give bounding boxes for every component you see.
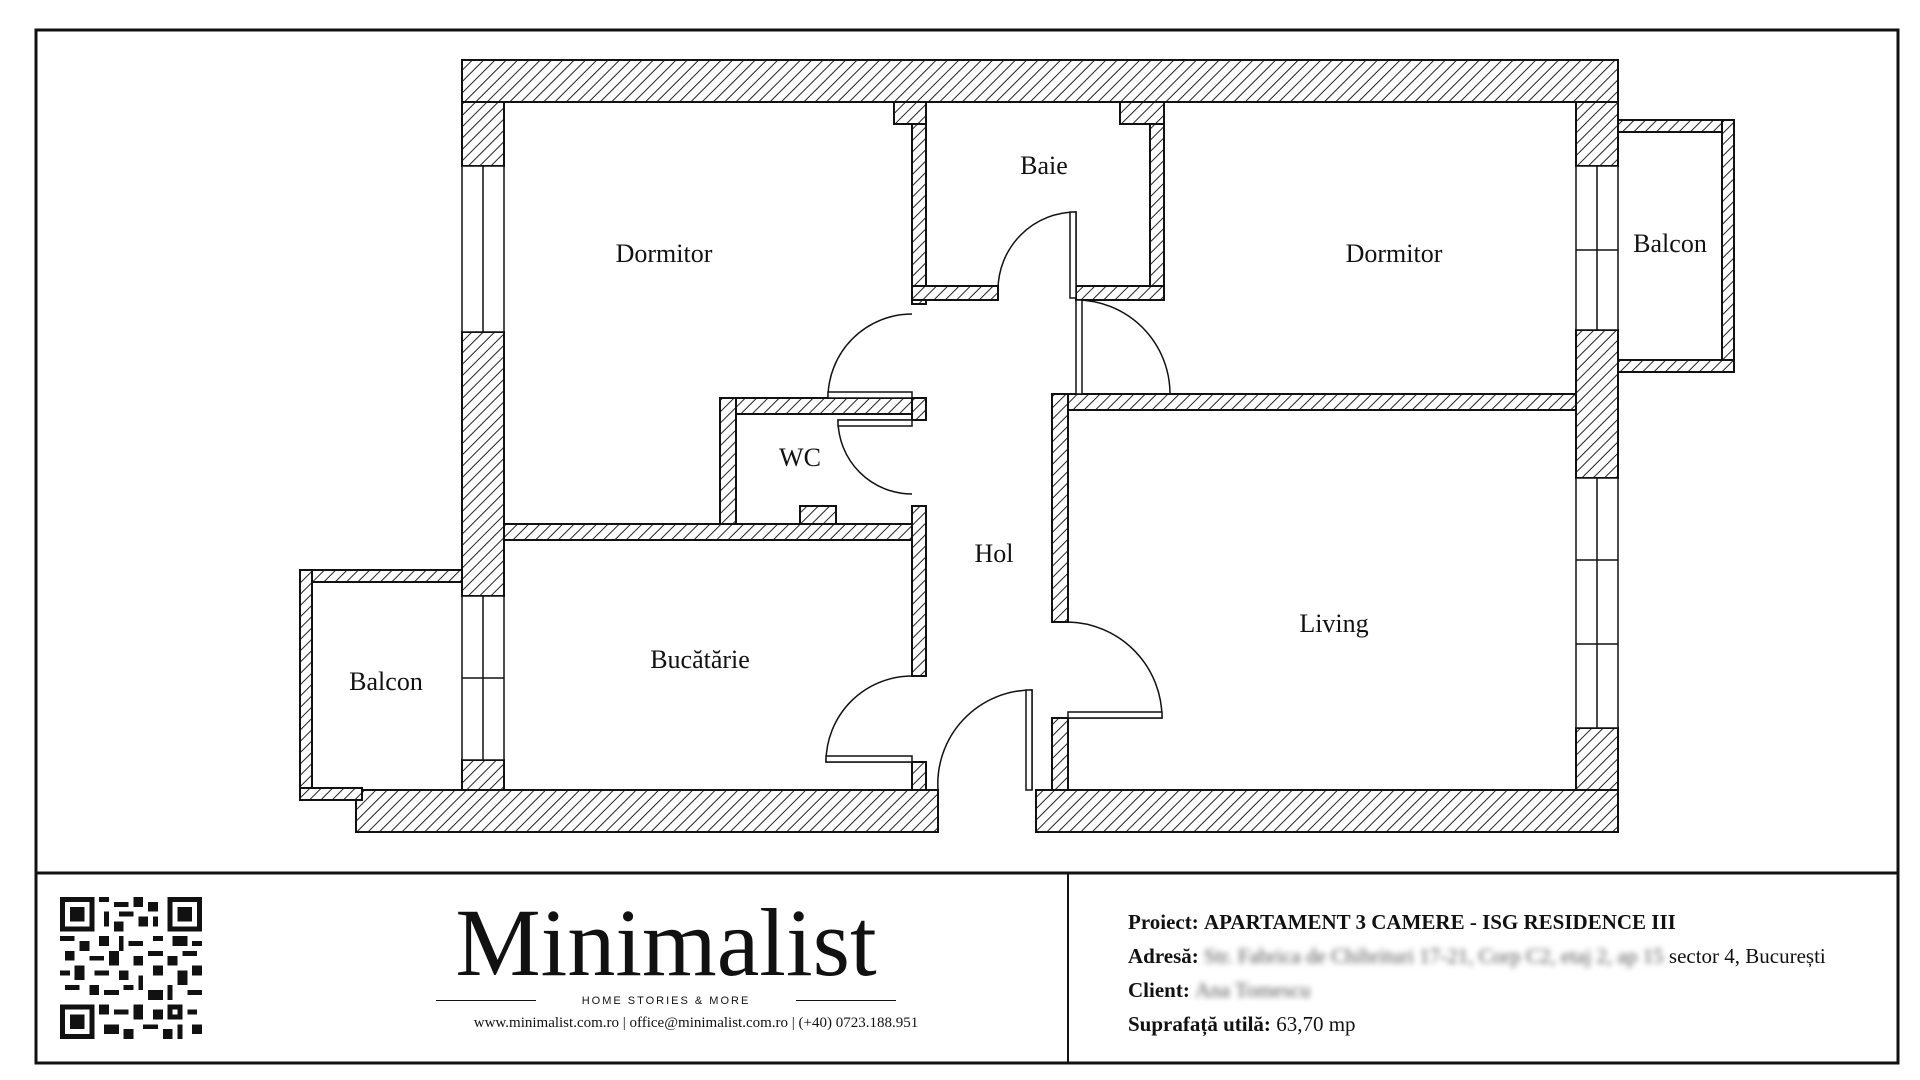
wall-right-upper xyxy=(1575,101,1619,167)
wall-baie-bottom-r xyxy=(1075,285,1165,301)
project-info: Proiect: APARTAMENT 3 CAMERE - ISG RESID… xyxy=(1068,873,1898,1063)
room-label-baie: Baie xyxy=(1020,151,1068,180)
brand-rule: HOME STORIES & MORE xyxy=(436,991,896,1009)
client-label: Client: xyxy=(1128,978,1190,1002)
area-value: 63,70 mp xyxy=(1276,1012,1356,1036)
door-bedroom-right xyxy=(1075,299,1171,395)
title-block: Minimalist HOME STORIES & MORE www.minim… xyxy=(36,873,1898,1063)
room-label-balcon-left: Balcon xyxy=(349,667,423,696)
area-row: Suprafață utilă: 63,70 mp xyxy=(1128,1011,1356,1037)
door-baie xyxy=(997,211,1077,298)
room-label-bucatarie: Bucătărie xyxy=(650,645,750,674)
wall-baie-bottom-l xyxy=(911,285,999,301)
balcony-right-side xyxy=(1721,119,1735,373)
client-redacted: Ana Tomescu xyxy=(1195,978,1311,1002)
room-label-living: Living xyxy=(1299,609,1368,638)
wall-wc-left xyxy=(719,397,737,525)
contact-line: www.minimalist.com.ro | office@minimalis… xyxy=(473,1015,919,1031)
address-label: Adresă: xyxy=(1128,944,1199,968)
room-label-wc: WC xyxy=(779,443,821,472)
project-label: Proiect: xyxy=(1128,910,1199,934)
wall-baie-top-stub-l xyxy=(893,101,927,125)
wall-baie-top-stub-r xyxy=(1119,101,1165,125)
balcony-left-top xyxy=(299,569,463,583)
project-row: Proiect: APARTAMENT 3 CAMERE - ISG RESID… xyxy=(1128,909,1676,935)
wall-bottom-left xyxy=(355,789,939,833)
wall-hol-living-low xyxy=(1051,717,1069,791)
area-label: Suprafață utilă: xyxy=(1128,1012,1271,1036)
door-entrance xyxy=(937,689,1033,791)
logo-cell: Minimalist HOME STORIES & MORE www.minim… xyxy=(36,873,1068,1063)
door-kitchen xyxy=(825,675,913,763)
door-wc xyxy=(837,419,913,495)
wall-wc-stub xyxy=(799,505,837,525)
wall-wc-bottom xyxy=(503,523,927,541)
wall-right-mid1 xyxy=(1575,329,1619,479)
wall-bottom-right xyxy=(1035,789,1619,833)
door-bedroom-left xyxy=(827,313,913,399)
wall-baie-left xyxy=(911,101,927,305)
wall-wc-right xyxy=(911,397,927,421)
wall-top xyxy=(461,59,1619,103)
balcony-right-top xyxy=(1617,119,1735,133)
wall-bed-living xyxy=(1051,393,1577,411)
wall-left-lower xyxy=(461,759,505,791)
wall-left-middle xyxy=(461,331,505,597)
room-label-dormitor-right: Dormitor xyxy=(1346,239,1443,268)
room-label-dormitor-left: Dormitor xyxy=(616,239,713,268)
qr-code-icon xyxy=(60,897,202,1039)
windows xyxy=(461,165,1619,761)
wall-left-upper xyxy=(461,101,505,167)
client-row: Client: Ana Tomescu xyxy=(1128,977,1310,1003)
project-value: APARTAMENT 3 CAMERE - ISG RESIDENCE III xyxy=(1203,910,1676,934)
wall-kitchen-door-stub xyxy=(911,761,927,791)
address-visible: sector 4, București xyxy=(1668,944,1826,968)
balcony-right-bottom xyxy=(1617,359,1735,373)
address-redacted: Str. Fabrica de Chibrituri 17-21, Corp C… xyxy=(1204,944,1664,968)
brand-name: Minimalist xyxy=(455,889,877,996)
room-label-hol: Hol xyxy=(975,539,1014,568)
door-living xyxy=(1067,621,1163,719)
doors xyxy=(825,211,1171,791)
balcony-left-side xyxy=(299,569,313,801)
sheet-border xyxy=(34,28,1900,1065)
wall-baie-right xyxy=(1149,101,1165,299)
wall-hol-living xyxy=(1051,393,1069,623)
brand-tagline: HOME STORIES & MORE xyxy=(581,995,751,1007)
balcony-left-bottom xyxy=(299,787,363,801)
brand-logo: Minimalist HOME STORIES & MORE xyxy=(436,889,896,1009)
room-label-balcon-right: Balcon xyxy=(1633,229,1707,258)
address-row: Adresă: Str. Fabrica de Chibrituri 17-21… xyxy=(1128,943,1826,969)
wall-wc-right-low xyxy=(911,505,927,677)
wall-wc-top xyxy=(719,397,927,415)
walls xyxy=(299,59,1735,833)
